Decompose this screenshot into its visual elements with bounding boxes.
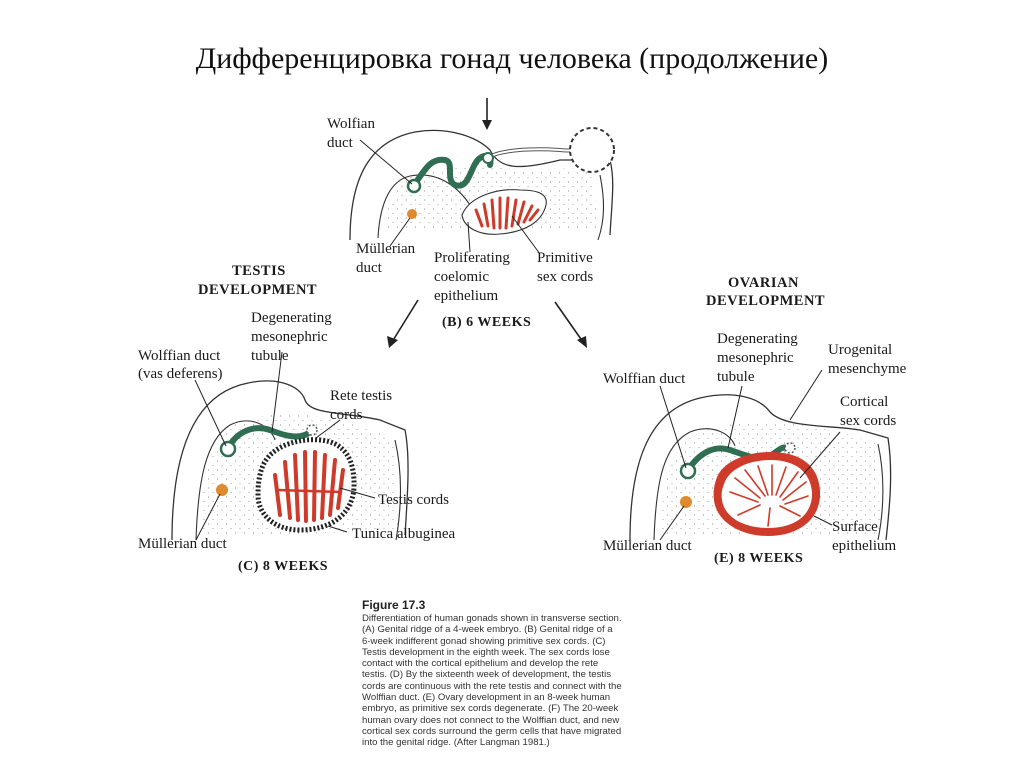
testis-degenerating-label-2: mesonephric — [251, 329, 328, 345]
caption-line: Testis development in the eighth week. T… — [362, 646, 610, 658]
arrow-left-down-icon — [387, 336, 398, 348]
caption-heading: Figure 17.3 — [362, 598, 426, 612]
caption-line: testis. (D) By the sixteenth week of dev… — [362, 669, 612, 681]
ovary-degenerating-label-3: tubule — [717, 369, 755, 385]
svg-text:duct: duct — [327, 135, 354, 151]
ovary-wolffian-label: Wolffian duct — [603, 371, 686, 387]
ovary-urogenital-label: Urogenital — [828, 342, 892, 358]
down-arrow-icon — [482, 120, 492, 130]
ovary-heading-1: OVARIAN — [728, 275, 799, 291]
panel-c-wolffian-duct — [225, 425, 313, 451]
testis-rete-label: Rete testis — [330, 388, 392, 404]
caption-line: (A) Genital ridge of a 4-week embryo. (B… — [362, 624, 613, 636]
svg-text:sex cords: sex cords — [537, 269, 593, 285]
panel-b-body-wall — [349, 129, 614, 241]
panel-b-mullerian-label-2: duct — [356, 260, 383, 276]
testis-cords-label: Testis cords — [378, 492, 449, 508]
panel-c-body-wall — [171, 380, 409, 541]
ovary-degenerating-label: Degenerating — [717, 331, 798, 347]
slide-title: Дифференцировка гонад человека (продолже… — [195, 42, 829, 75]
svg-text:duct: duct — [356, 260, 383, 276]
caption-line: Differentiation of human gonads shown in… — [362, 613, 622, 624]
panel-e-week-label: (E) 8 WEEKS — [714, 551, 803, 566]
panel-b-week-label: (B) 6 WEEKS — [442, 315, 531, 330]
caption-line: contact with the cortical epithelium and… — [362, 658, 599, 670]
svg-text:Primitive: Primitive — [537, 250, 593, 266]
panel-b-mullerian-label: Müllerian — [356, 241, 416, 257]
testis-wolffian-label: Wolffian duct — [138, 348, 221, 364]
panel-e-drawing — [629, 394, 892, 541]
panel-b-primitive-label: Primitive — [537, 250, 593, 266]
panel-b-proliferating-label: Proliferating — [434, 250, 510, 266]
panel-b-primitive-label-2: sex cords — [537, 269, 593, 285]
caption-line: 6-week indifferent gonad showing primiti… — [362, 635, 606, 647]
panel-b-wolfian-label-2: duct — [327, 135, 354, 151]
panel-b-glomerulus — [569, 127, 615, 173]
panel-b-proliferating-label-3: epithelium — [434, 288, 498, 304]
svg-text:Wolfian: Wolfian — [327, 116, 375, 132]
ovary-cortical-label-2: sex cords — [840, 413, 896, 429]
panel-c-week-label: (C) 8 WEEKS — [238, 559, 328, 574]
panel-c-mullerian-duct — [216, 484, 228, 496]
testis-tunica-label: Tunica albuginea — [352, 526, 456, 542]
ovary-degenerating-label-2: mesonephric — [717, 350, 794, 366]
panel-e-mullerian-duct — [680, 496, 692, 508]
figure-caption: Figure 17.3 Differentiation of human gon… — [362, 598, 676, 749]
caption-line: into the genital ridge. (After Langman 1… — [362, 737, 550, 749]
arrow-right-down-icon — [577, 336, 587, 348]
panel-b-wolfian-label: Wolfian — [327, 116, 375, 132]
svg-text:epithelium: epithelium — [434, 288, 498, 304]
ovary-surface-label: Surface — [832, 519, 878, 535]
ovary-cortical-label: Cortical — [840, 394, 888, 410]
caption-line: embryo, as primitive sex cords degenerat… — [362, 703, 619, 715]
svg-text:Müllerian: Müllerian — [356, 241, 416, 257]
svg-text:coelomic: coelomic — [434, 269, 489, 285]
testis-wolffian-label-2: (vas deferens) — [138, 366, 223, 382]
panel-c-drawing — [171, 380, 409, 541]
svg-text:Proliferating: Proliferating — [434, 250, 510, 266]
testis-rete-label-2: cords — [330, 407, 363, 423]
ovary-surface-label-2: epithelium — [832, 538, 896, 554]
flow-arrows — [387, 98, 587, 348]
panel-b-mullerian-duct — [407, 209, 417, 219]
testis-degenerating-label-3: tubule — [251, 348, 289, 364]
ovary-urogenital-label-2: mesenchyme — [828, 361, 907, 377]
testis-mullerian-label: Müllerian duct — [138, 536, 228, 552]
testis-degenerating-label: Degenerating — [251, 310, 332, 326]
testis-heading-1: TESTIS — [232, 263, 286, 279]
caption-line: human ovary does not connect to the Wolf… — [362, 714, 620, 726]
caption-line: cortical sex cords surround the germ cel… — [362, 725, 622, 737]
caption-line: Wolffian duct. (E) Ovary development in … — [362, 692, 611, 704]
panel-e-body-wall — [629, 394, 892, 541]
testis-heading-2: DEVELOPMENT — [198, 282, 317, 298]
panel-b-gonad — [461, 189, 547, 235]
ovary-heading-2: DEVELOPMENT — [706, 293, 825, 309]
caption-line: cords are continuous with the rete testi… — [362, 680, 622, 692]
panel-b-primitive-cords — [474, 196, 540, 230]
panel-b-proliferating-label-2: coelomic — [434, 269, 489, 285]
ovary-mullerian-label: Müllerian duct — [603, 538, 693, 554]
panel-b-drawing — [349, 127, 615, 241]
panel-e-cortical-cords — [729, 464, 809, 527]
panel-c-testis-cords — [273, 450, 345, 523]
